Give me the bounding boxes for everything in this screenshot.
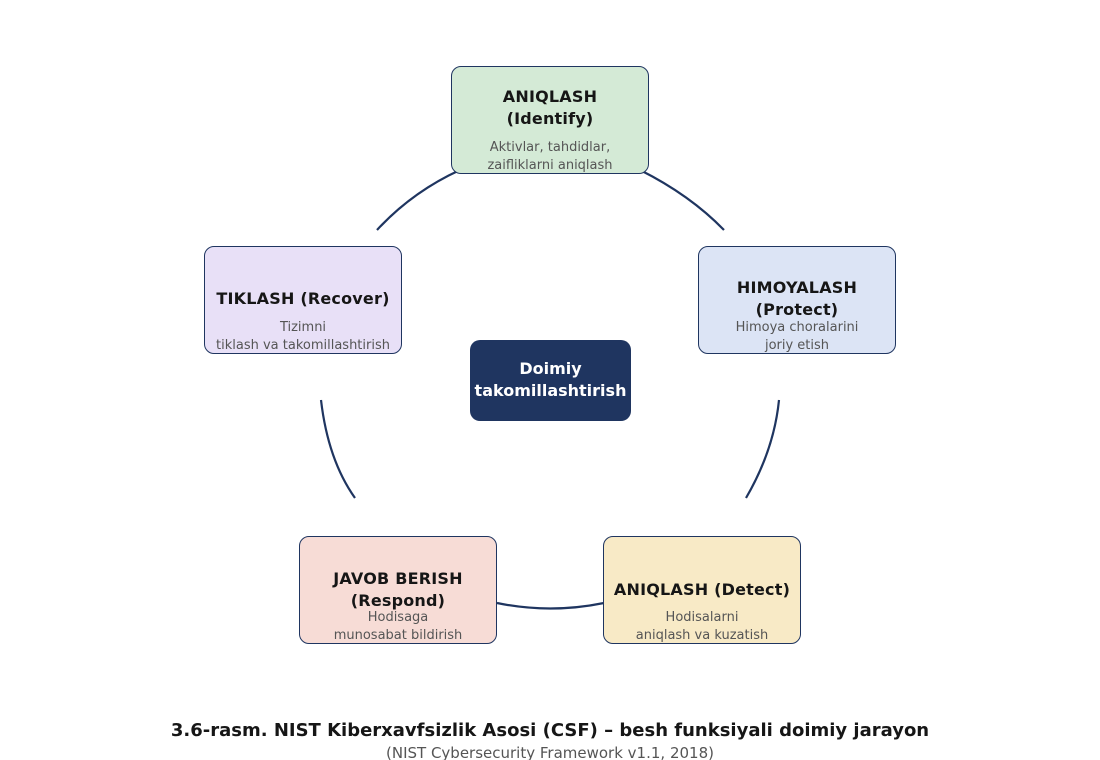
node-detect-desc-1: Hodisalarni	[665, 610, 739, 625]
connector-recover-identify	[376, 169, 461, 231]
connector-respond-recover	[319, 399, 356, 499]
node-respond-title: JAVOB BERISH	[333, 569, 463, 588]
node-protect-desc-2: joriy etish	[764, 338, 830, 353]
connector-detect-respond	[496, 601, 605, 610]
node-recover-title: TIKLASH (Recover)	[216, 289, 390, 308]
center-line-1: Doimiy	[519, 359, 582, 378]
node-identify: ANIQLASH (Identify) Aktivlar, tahdidlar,…	[451, 66, 649, 174]
node-identify-subtitle: (Identify)	[506, 109, 594, 128]
connector-identify-protect	[639, 169, 725, 231]
node-recover-desc-1: Tizimni	[279, 320, 327, 335]
node-detect-title: ANIQLASH (Detect)	[613, 580, 791, 599]
node-recover: TIKLASH (Recover) Tizimni tiklash va tak…	[204, 246, 402, 354]
node-protect: HIMOYALASH (Protect) Himoya choralarini …	[698, 246, 896, 354]
node-protect-title: HIMOYALASH	[736, 278, 858, 297]
node-recover-desc-2: tiklash va takomillashtirish	[216, 338, 390, 353]
node-detect-desc-2: aniqlash va kuzatish	[635, 628, 769, 643]
figure-subcaption: (NIST Cybersecurity Framework v1.1, 2018…	[386, 744, 714, 760]
node-identify-title: ANIQLASH	[502, 87, 598, 106]
node-respond: JAVOB BERISH (Respond) Hodisaga munosaba…	[299, 536, 497, 644]
node-protect-desc-1: Himoya choralarini	[735, 320, 859, 335]
node-detect: ANIQLASH (Detect) Hodisalarni aniqlash v…	[603, 536, 801, 644]
node-identify-desc-2: zaifliklarni aniqlash	[487, 158, 613, 173]
center-line-2: takomillashtirish	[474, 381, 627, 400]
figure-caption: 3.6-rasm. NIST Kiberxavfsizlik Asosi (CS…	[170, 720, 930, 741]
node-respond-desc-2: munosabat bildirish	[333, 628, 463, 643]
node-protect-subtitle: (Protect)	[755, 300, 839, 319]
node-respond-desc-1: Hodisaga	[367, 610, 429, 625]
node-respond-subtitle: (Respond)	[350, 591, 446, 610]
center-continuous-improvement: Doimiy takomillashtirish	[470, 340, 631, 421]
connector-protect-detect	[745, 399, 781, 499]
node-identify-desc-1: Aktivlar, tahdidlar,	[489, 140, 611, 155]
